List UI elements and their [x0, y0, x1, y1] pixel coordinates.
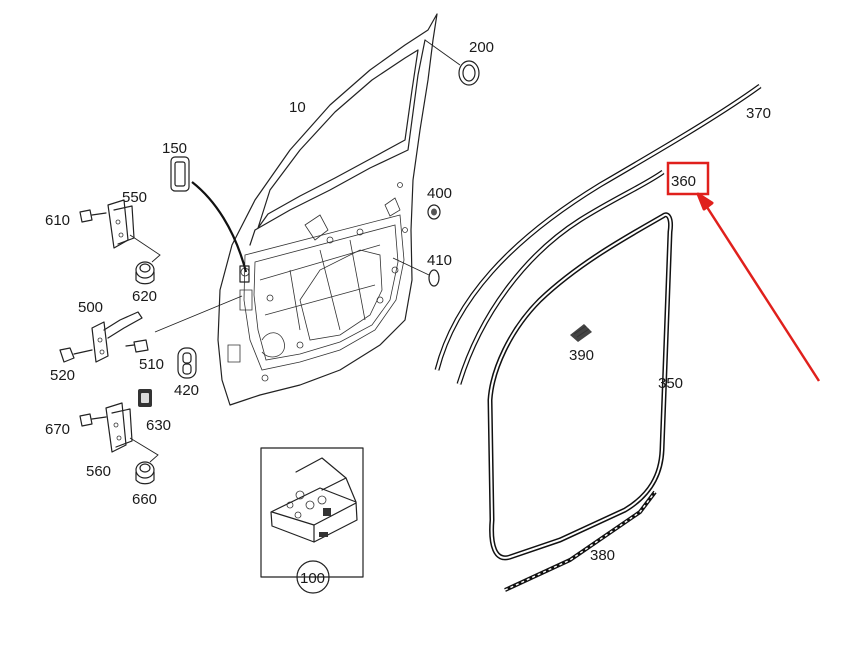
label-670: 670: [45, 421, 70, 438]
label-400: 400: [427, 185, 452, 202]
highlight-360: [666, 161, 821, 382]
label-350: 350: [658, 375, 683, 392]
label-100: 100: [300, 570, 325, 587]
label-520: 520: [50, 367, 75, 384]
clip-390: [570, 324, 592, 342]
label-390: 390: [569, 347, 594, 364]
nut-660: [135, 461, 155, 485]
nut-620: [135, 261, 155, 285]
label-360: 360: [671, 173, 696, 190]
nut-520: [59, 347, 93, 363]
plug-410: [392, 257, 440, 287]
hinge-560: [105, 402, 159, 463]
pad-420: [177, 347, 197, 379]
label-500: 500: [78, 299, 103, 316]
label-630: 630: [146, 417, 171, 434]
belt-strip-370: [434, 83, 762, 371]
label-10: 10: [289, 99, 306, 116]
label-200: 200: [469, 39, 494, 56]
label-510: 510: [139, 356, 164, 373]
bolt-670: [79, 413, 107, 427]
label-410: 410: [427, 252, 452, 269]
strip-360: [456, 169, 665, 385]
bolt-610: [79, 209, 107, 223]
label-620: 620: [132, 288, 157, 305]
bracket-630: [138, 389, 152, 407]
hinge-550: [107, 199, 161, 263]
grommet-200: [424, 39, 480, 86]
label-420: 420: [174, 382, 199, 399]
check-strap-500: [91, 295, 243, 363]
label-660: 660: [132, 491, 157, 508]
label-550: 550: [122, 189, 147, 206]
sill-seal-380: [504, 490, 657, 592]
label-610: 610: [45, 212, 70, 229]
highlight-box: [666, 161, 710, 196]
door-seal-350: [487, 212, 673, 561]
part-labels: 10 200 150 370 400 410 550 610 620 500 5…: [45, 39, 771, 587]
label-560: 560: [86, 463, 111, 480]
plug-400: [427, 204, 441, 220]
label-150: 150: [162, 140, 187, 157]
bolt-510: [125, 339, 149, 353]
highlight-arrow-shaft: [703, 203, 821, 382]
label-370: 370: [746, 105, 771, 122]
highlight-arrow-head: [696, 192, 714, 211]
label-380: 380: [590, 547, 615, 564]
kit-box-100: [260, 447, 364, 594]
door-shell: [217, 13, 438, 406]
clip-150: [170, 156, 250, 283]
